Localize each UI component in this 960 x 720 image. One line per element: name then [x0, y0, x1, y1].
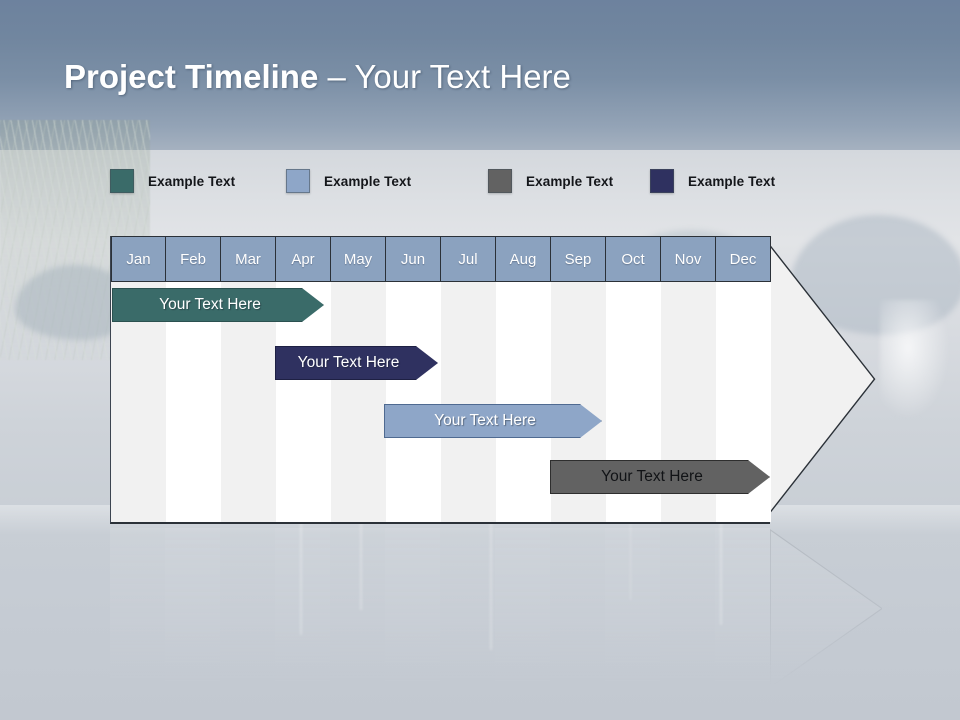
page-title: Project Timeline – Your Text Here [64, 58, 571, 96]
month-header-may[interactable]: May [331, 236, 386, 282]
page-title-rest: – Your Text Here [318, 58, 571, 95]
legend-item-2[interactable]: Example Text [286, 168, 411, 194]
timeline-task-bar-label: Your Text Here [434, 412, 536, 429]
month-header-sep[interactable]: Sep [551, 236, 606, 282]
legend-item-3[interactable]: Example Text [488, 168, 613, 194]
legend-item-label: Example Text [688, 173, 776, 189]
month-header-oct[interactable]: Oct [606, 236, 661, 282]
timeline-column-aug: Aug [496, 236, 551, 522]
timeline-task-bar-label: Your Text Here [297, 354, 400, 371]
month-header-jul[interactable]: Jul [441, 236, 496, 282]
month-header-jun[interactable]: Jun [386, 236, 441, 282]
legend-item-label: Example Text [526, 173, 614, 189]
legend-item-label: Example Text [324, 173, 412, 189]
legend-swatch-icon [286, 169, 310, 193]
legend-item-label: Example Text [148, 173, 236, 189]
background-streak [360, 510, 362, 610]
month-header-aug[interactable]: Aug [496, 236, 551, 282]
background-streak [300, 505, 302, 635]
timeline-task-bar-label: Your Text Here [601, 468, 703, 485]
timeline-task-bar-label: Your Text Here [159, 296, 261, 313]
timeline-arrow-head [769, 243, 876, 515]
timeline-column-jul: Jul [441, 236, 496, 522]
legend: Example Text Example Text Example Text Exam… [110, 168, 830, 196]
timeline-column-jan: Jan [111, 236, 166, 522]
legend-swatch-icon [110, 169, 134, 193]
legend-item-1[interactable]: Example Text [110, 168, 235, 194]
month-header-dec[interactable]: Dec [716, 236, 771, 282]
month-header-mar[interactable]: Mar [221, 236, 276, 282]
timeline-task-bar-3[interactable]: Your Text Here [384, 404, 602, 438]
legend-item-4[interactable]: Example Text [650, 168, 775, 194]
legend-swatch-icon [650, 169, 674, 193]
page-title-bold: Project Timeline [64, 58, 319, 95]
timeline-task-bar-1[interactable]: Your Text Here [112, 288, 324, 322]
month-header-nov[interactable]: Nov [661, 236, 716, 282]
background-streak [630, 510, 631, 600]
timeline-column-mar: Mar [221, 236, 276, 522]
month-header-apr[interactable]: Apr [276, 236, 331, 282]
timeline-column-feb: Feb [166, 236, 221, 522]
legend-swatch-icon [488, 169, 512, 193]
background-streak [490, 500, 492, 650]
timeline-task-bar-2[interactable]: Your Text Here [275, 346, 438, 380]
timeline-task-bar-4[interactable]: Your Text Here [550, 460, 770, 494]
background-streak [720, 505, 722, 625]
background-highlight [880, 300, 950, 420]
month-header-feb[interactable]: Feb [166, 236, 221, 282]
month-header-jan[interactable]: Jan [111, 236, 166, 282]
